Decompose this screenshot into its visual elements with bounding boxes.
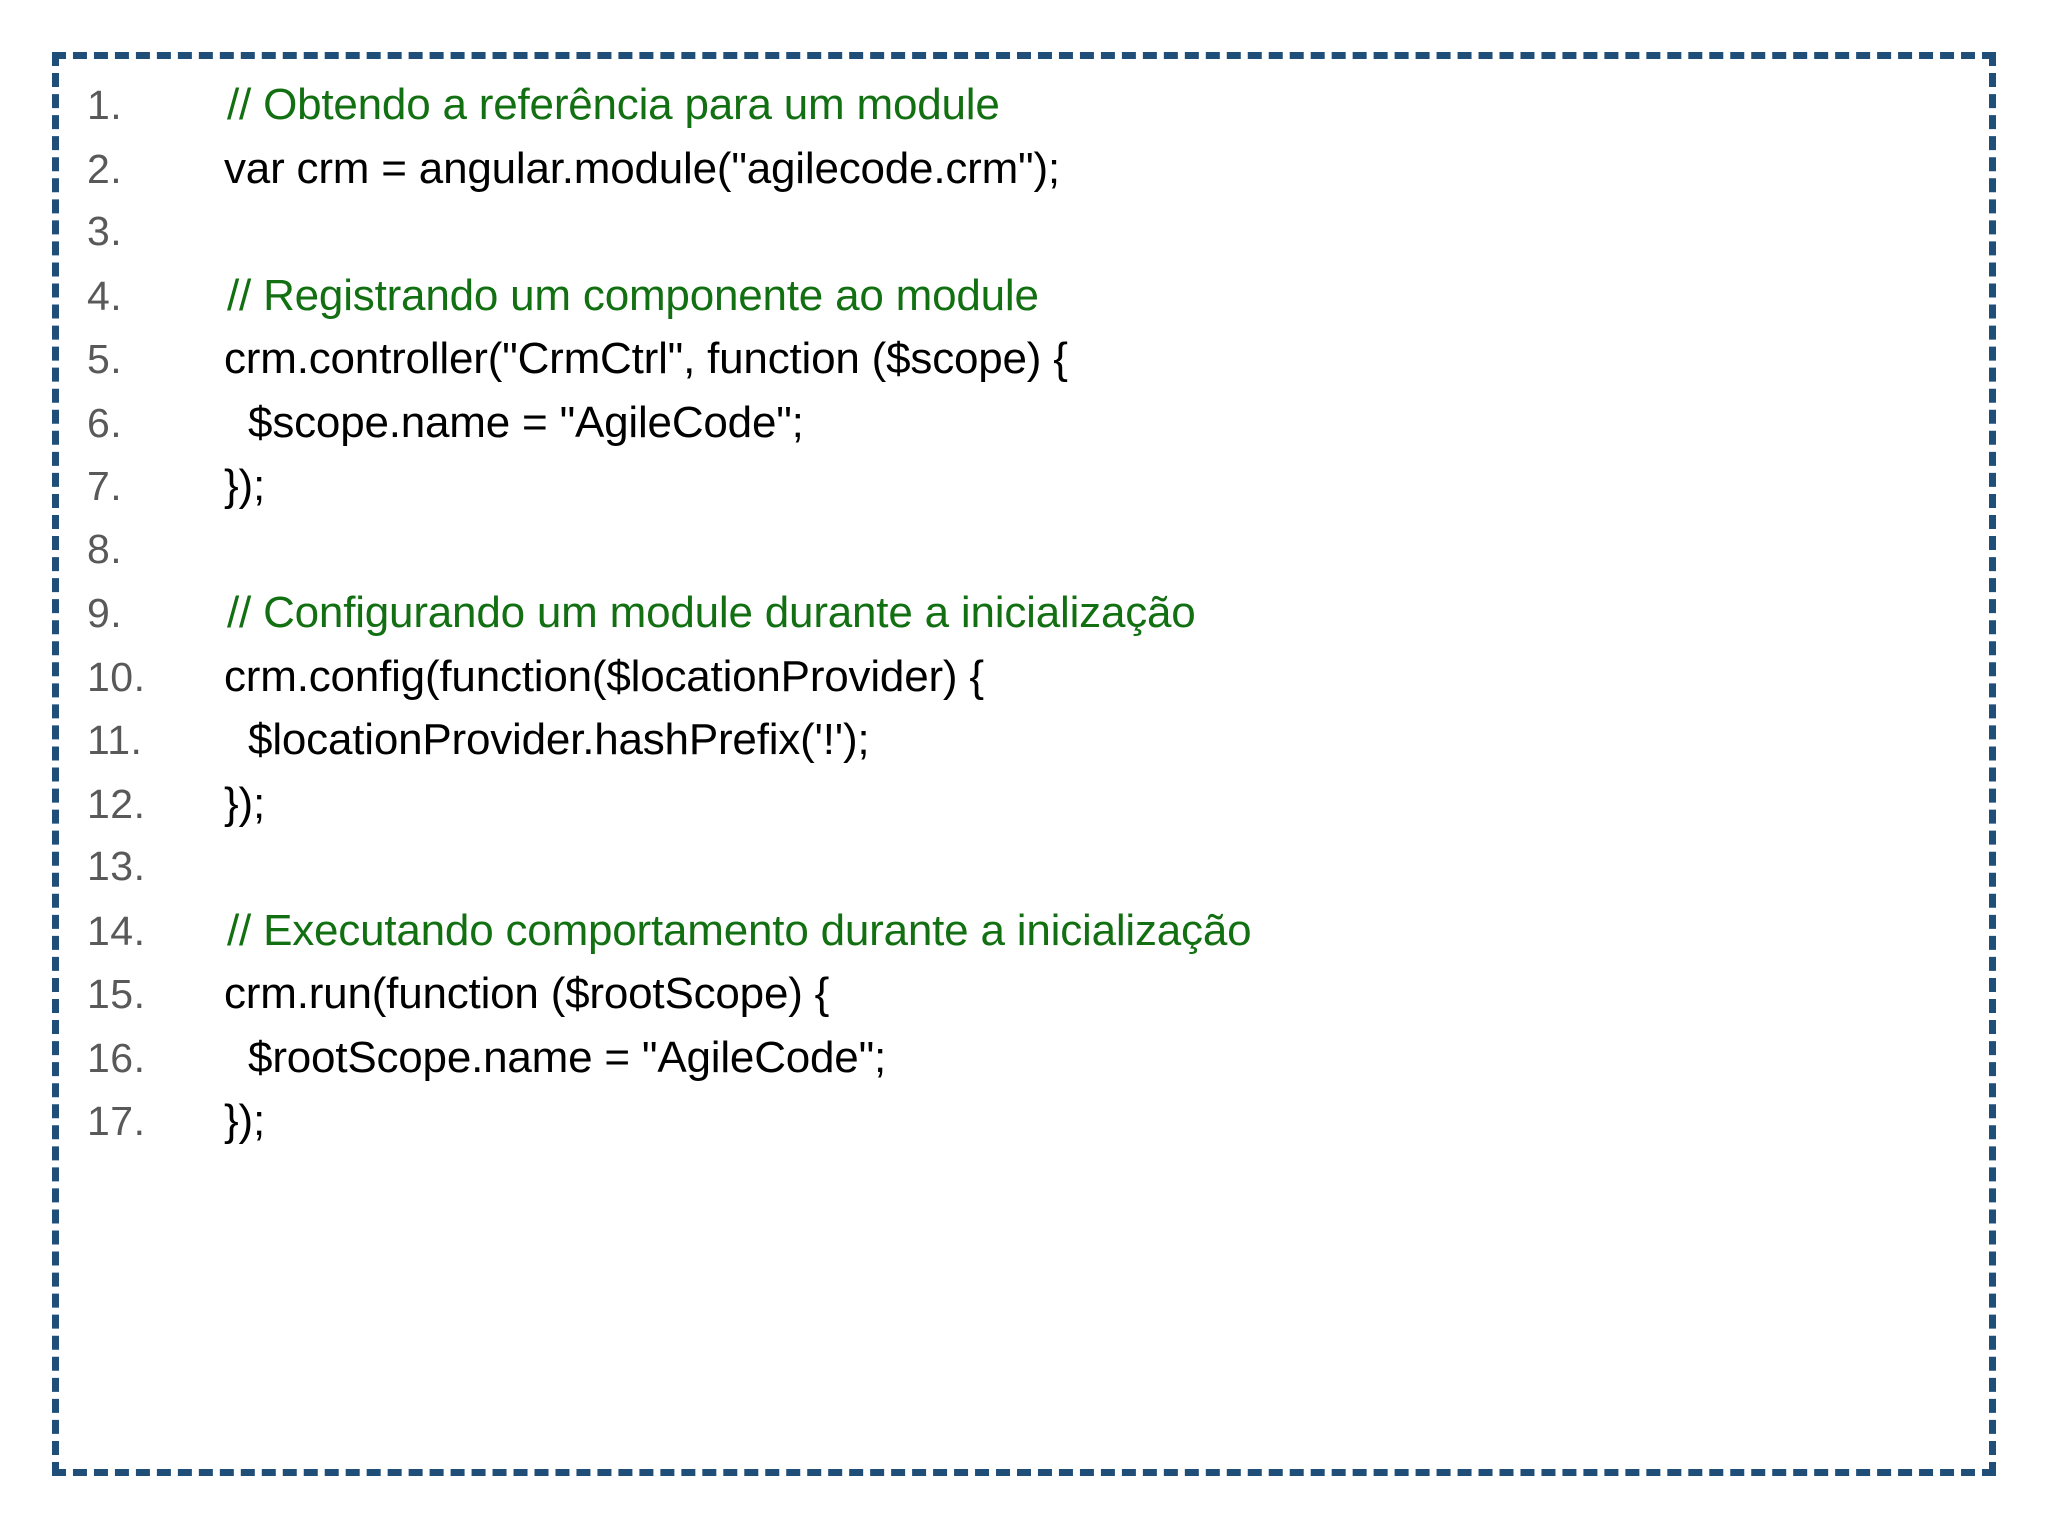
code-line: 2. var crm = angular.module("agilecode.cr… (59, 137, 1989, 201)
line-number: 17. (87, 1098, 146, 1144)
line-number: 14. (87, 907, 146, 954)
line-number: 11. (87, 717, 143, 763)
code-line: 6. $scope.name = "AgileCode"; (59, 391, 1989, 455)
line-number: 1. (87, 82, 123, 128)
code-line: 15. crm.run(function ($rootScope) { (59, 962, 1989, 1026)
code-snippet-panel: 1. // Obtendo a referência para um module… (52, 52, 1996, 1476)
code-line: 9. // Configurando um module durante a in… (59, 581, 1989, 645)
code-line-text: crm.run(function ($rootScope) { (224, 969, 830, 1018)
line-number: 12. (87, 780, 146, 827)
line-number: 6. (87, 399, 123, 446)
code-line-text: $locationProvider.hashPrefix('!'); (224, 715, 870, 764)
code-line-text: }); (224, 461, 265, 510)
line-number: 8. (87, 525, 123, 572)
code-line: 7.}); (59, 454, 1989, 518)
line-number: 15. (87, 971, 146, 1017)
code-line: 8. (59, 518, 1989, 582)
code-line: 10. crm.config(function($locationProvider… (59, 645, 1989, 709)
line-number: 4. (87, 272, 123, 319)
code-comment-text: // Configurando um module durante a inic… (227, 588, 1196, 637)
code-comment-text: // Registrando um componente ao module (227, 270, 1039, 320)
line-number: 9. (87, 590, 123, 636)
code-line: 12.}); (59, 772, 1989, 836)
code-line: 1. // Obtendo a referência para um module (59, 73, 1989, 137)
code-line-text: $scope.name = "AgileCode"; (224, 397, 804, 447)
line-number: 10. (87, 653, 146, 700)
line-number: 2. (87, 145, 123, 192)
code-line-text: }); (224, 778, 265, 828)
line-number: 5. (87, 336, 123, 382)
code-line: 4. // Registrando um componente ao module (59, 264, 1989, 328)
line-number: 16. (87, 1034, 146, 1081)
code-line: 5. crm.controller("CrmCtrl", function ($s… (59, 327, 1989, 391)
code-comment-text: // Obtendo a referência para um module (227, 80, 1000, 129)
code-line: 3. (59, 200, 1989, 264)
code-listing: 1. // Obtendo a referência para um module… (59, 59, 1989, 1469)
code-line: 14. // Executando comportamento durante a… (59, 899, 1989, 963)
line-number: 7. (87, 463, 123, 509)
code-line-text: }); (224, 1096, 265, 1145)
code-line-text: crm.controller("CrmCtrl", function ($sco… (224, 334, 1068, 383)
code-line: 16. $rootScope.name = "AgileCode"; (59, 1026, 1989, 1090)
code-line-text: var crm = angular.module("agilecode.crm"… (224, 143, 1060, 193)
code-line: 13. (59, 835, 1989, 899)
code-comment-text: // Executando comportamento durante a in… (227, 905, 1252, 955)
code-line: 11. $locationProvider.hashPrefix('!'); (59, 708, 1989, 772)
code-line-text: $rootScope.name = "AgileCode"; (224, 1032, 887, 1082)
code-line-text: crm.config(function($locationProvider) { (224, 651, 984, 701)
code-line: 17.}); (59, 1089, 1989, 1153)
line-number: 3. (87, 208, 123, 254)
line-number: 13. (87, 843, 146, 889)
